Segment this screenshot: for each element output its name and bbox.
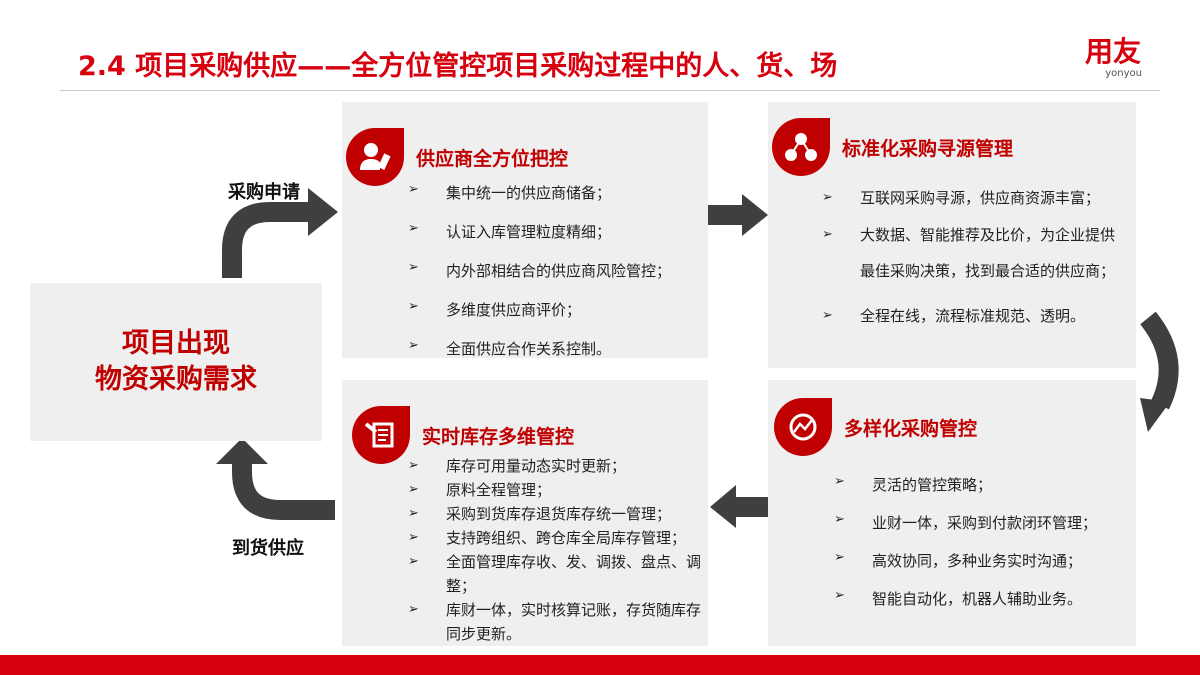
list-item: ➢全面供应合作关系控制。 bbox=[408, 338, 612, 358]
footer-bar bbox=[0, 655, 1200, 675]
card-diverse: 多样化采购管控 ➢灵活的管控策略； ➢业财一体，采购到付款闭环管理； ➢高效协同… bbox=[768, 380, 1136, 646]
start-line1: 项目出现 bbox=[122, 328, 230, 359]
card-list: ➢互联网采购寻源，供应商资源丰富； ➢大数据、智能推荐及比价，为企业提供最佳采购… bbox=[822, 188, 1122, 326]
card-title: 标准化采购寻源管理 bbox=[842, 137, 1014, 160]
cloud-network-icon bbox=[772, 118, 830, 176]
right-curved-arrow bbox=[1140, 311, 1179, 410]
left-arrow bbox=[710, 485, 768, 528]
list-item: ➢原料全程管理； bbox=[408, 481, 552, 499]
right-arrow bbox=[708, 194, 768, 236]
supply-label: 到货供应 bbox=[232, 538, 304, 559]
logo-cn: 用友 bbox=[1084, 35, 1141, 68]
list-item: ➢互联网采购寻源，供应商资源丰富； bbox=[822, 189, 1101, 207]
card-inventory: 实时库存多维管控 ➢库存可用量动态实时更新； ➢原料全程管理； ➢采购到货库存退… bbox=[342, 380, 708, 646]
header-divider bbox=[60, 90, 1160, 91]
card-sourcing: 标准化采购寻源管理 ➢互联网采购寻源，供应商资源丰富； ➢大数据、智能推荐及比价… bbox=[768, 102, 1136, 368]
list-item: ➢灵活的管控策略； bbox=[834, 474, 993, 494]
supply-curved-arrow bbox=[232, 462, 335, 520]
card-title: 实时库存多维管控 bbox=[422, 425, 575, 448]
logo-en: yonyou bbox=[1105, 68, 1142, 79]
start-line2: 物资采购需求 bbox=[95, 364, 257, 395]
card-list: ➢集中统一的供应商储备； ➢认证入库管理粒度精细； ➢内外部相结合的供应商风险管… bbox=[408, 182, 671, 359]
card-list: ➢库存可用量动态实时更新； ➢原料全程管理； ➢采购到货库存退货库存统一管理； … bbox=[408, 454, 708, 646]
list-item: ➢全面管理库存收、发、调拨、盘点、调整； bbox=[408, 553, 702, 595]
list-item: ➢采购到货库存退货库存统一管理； bbox=[408, 505, 672, 523]
request-curved-arrow bbox=[222, 202, 312, 278]
list-item: ➢库存可用量动态实时更新； bbox=[408, 457, 627, 475]
card-title: 多样化采购管控 bbox=[844, 417, 978, 440]
list-item: ➢全程在线，流程标准规范、透明。 bbox=[822, 307, 1086, 325]
page-title: 2.4 项目采购供应——全方位管控项目采购过程中的人、货、场 bbox=[78, 51, 838, 82]
list-item: ➢业财一体，采购到付款闭环管理； bbox=[834, 512, 1098, 532]
right-curved-arrow-head bbox=[1140, 398, 1170, 432]
supplier-person-icon bbox=[346, 128, 404, 186]
request-arrow-head bbox=[308, 188, 338, 236]
list-item: ➢库财一体，实时核算记账，存货随库存同步更新。 bbox=[408, 601, 702, 643]
list-item: ➢内外部相结合的供应商风险管控； bbox=[408, 260, 672, 280]
card-title: 供应商全方位把控 bbox=[416, 147, 569, 170]
supply-arrow-head bbox=[216, 438, 268, 464]
request-label: 采购申请 bbox=[228, 182, 300, 203]
card-supplier: 供应商全方位把控 ➢集中统一的供应商储备； ➢认证入库管理粒度精细； ➢内外部相… bbox=[342, 102, 708, 358]
list-item: ➢智能自动化，机器人辅助业务。 bbox=[834, 588, 1083, 608]
start-box: 项目出现物资采购需求 bbox=[30, 283, 322, 441]
list-item: ➢支持跨组织、跨仓库全局库存管理； bbox=[408, 529, 687, 547]
card-list: ➢灵活的管控策略； ➢业财一体，采购到付款闭环管理； ➢高效协同，多种业务实时沟… bbox=[834, 474, 1097, 609]
list-item: ➢多维度供应商评价； bbox=[408, 299, 582, 319]
list-item: ➢大数据、智能推荐及比价，为企业提供最佳采购决策，找到最合适的供应商； bbox=[822, 226, 1116, 280]
yonyou-logo: 用友 yonyou bbox=[1078, 35, 1148, 80]
list-item: ➢高效协同，多种业务实时沟通； bbox=[834, 550, 1083, 570]
list-item: ➢集中统一的供应商储备； bbox=[408, 182, 612, 202]
list-item: ➢认证入库管理粒度精细； bbox=[408, 221, 612, 241]
scroll-document-icon bbox=[352, 406, 410, 464]
chart-analysis-icon bbox=[774, 398, 832, 456]
